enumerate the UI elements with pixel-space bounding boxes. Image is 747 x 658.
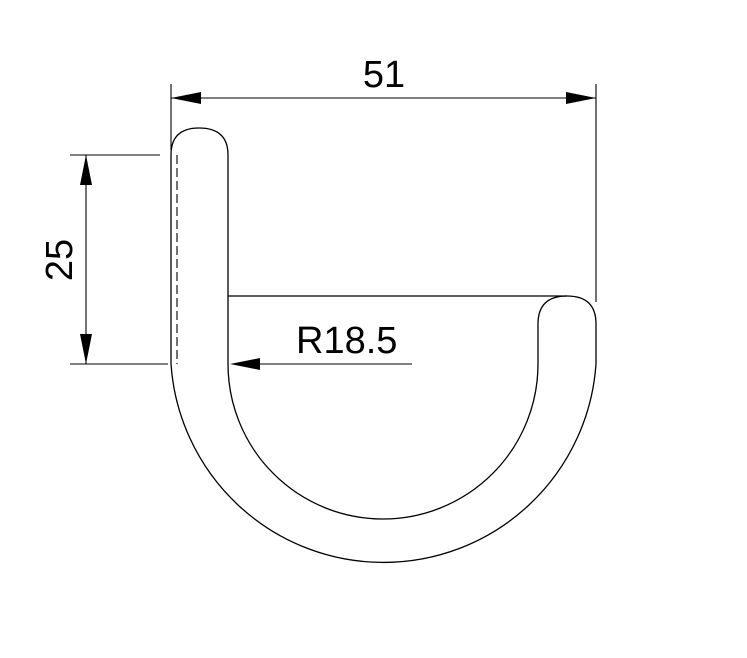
height-arrow-bottom [80, 334, 92, 364]
radius-arrow [230, 358, 260, 370]
hook-outer-edge [170, 127, 597, 563]
width-arrow-left [171, 92, 201, 104]
height-dimension-label: 25 [39, 239, 81, 281]
width-dimension [170, 84, 597, 302]
width-arrow-right [566, 92, 596, 104]
height-dimension [70, 154, 178, 365]
width-dimension-label: 51 [363, 54, 405, 96]
radius-dimension-label: R18.5 [296, 320, 397, 362]
hook-outline [170, 127, 597, 563]
height-arrow-top [80, 155, 92, 185]
